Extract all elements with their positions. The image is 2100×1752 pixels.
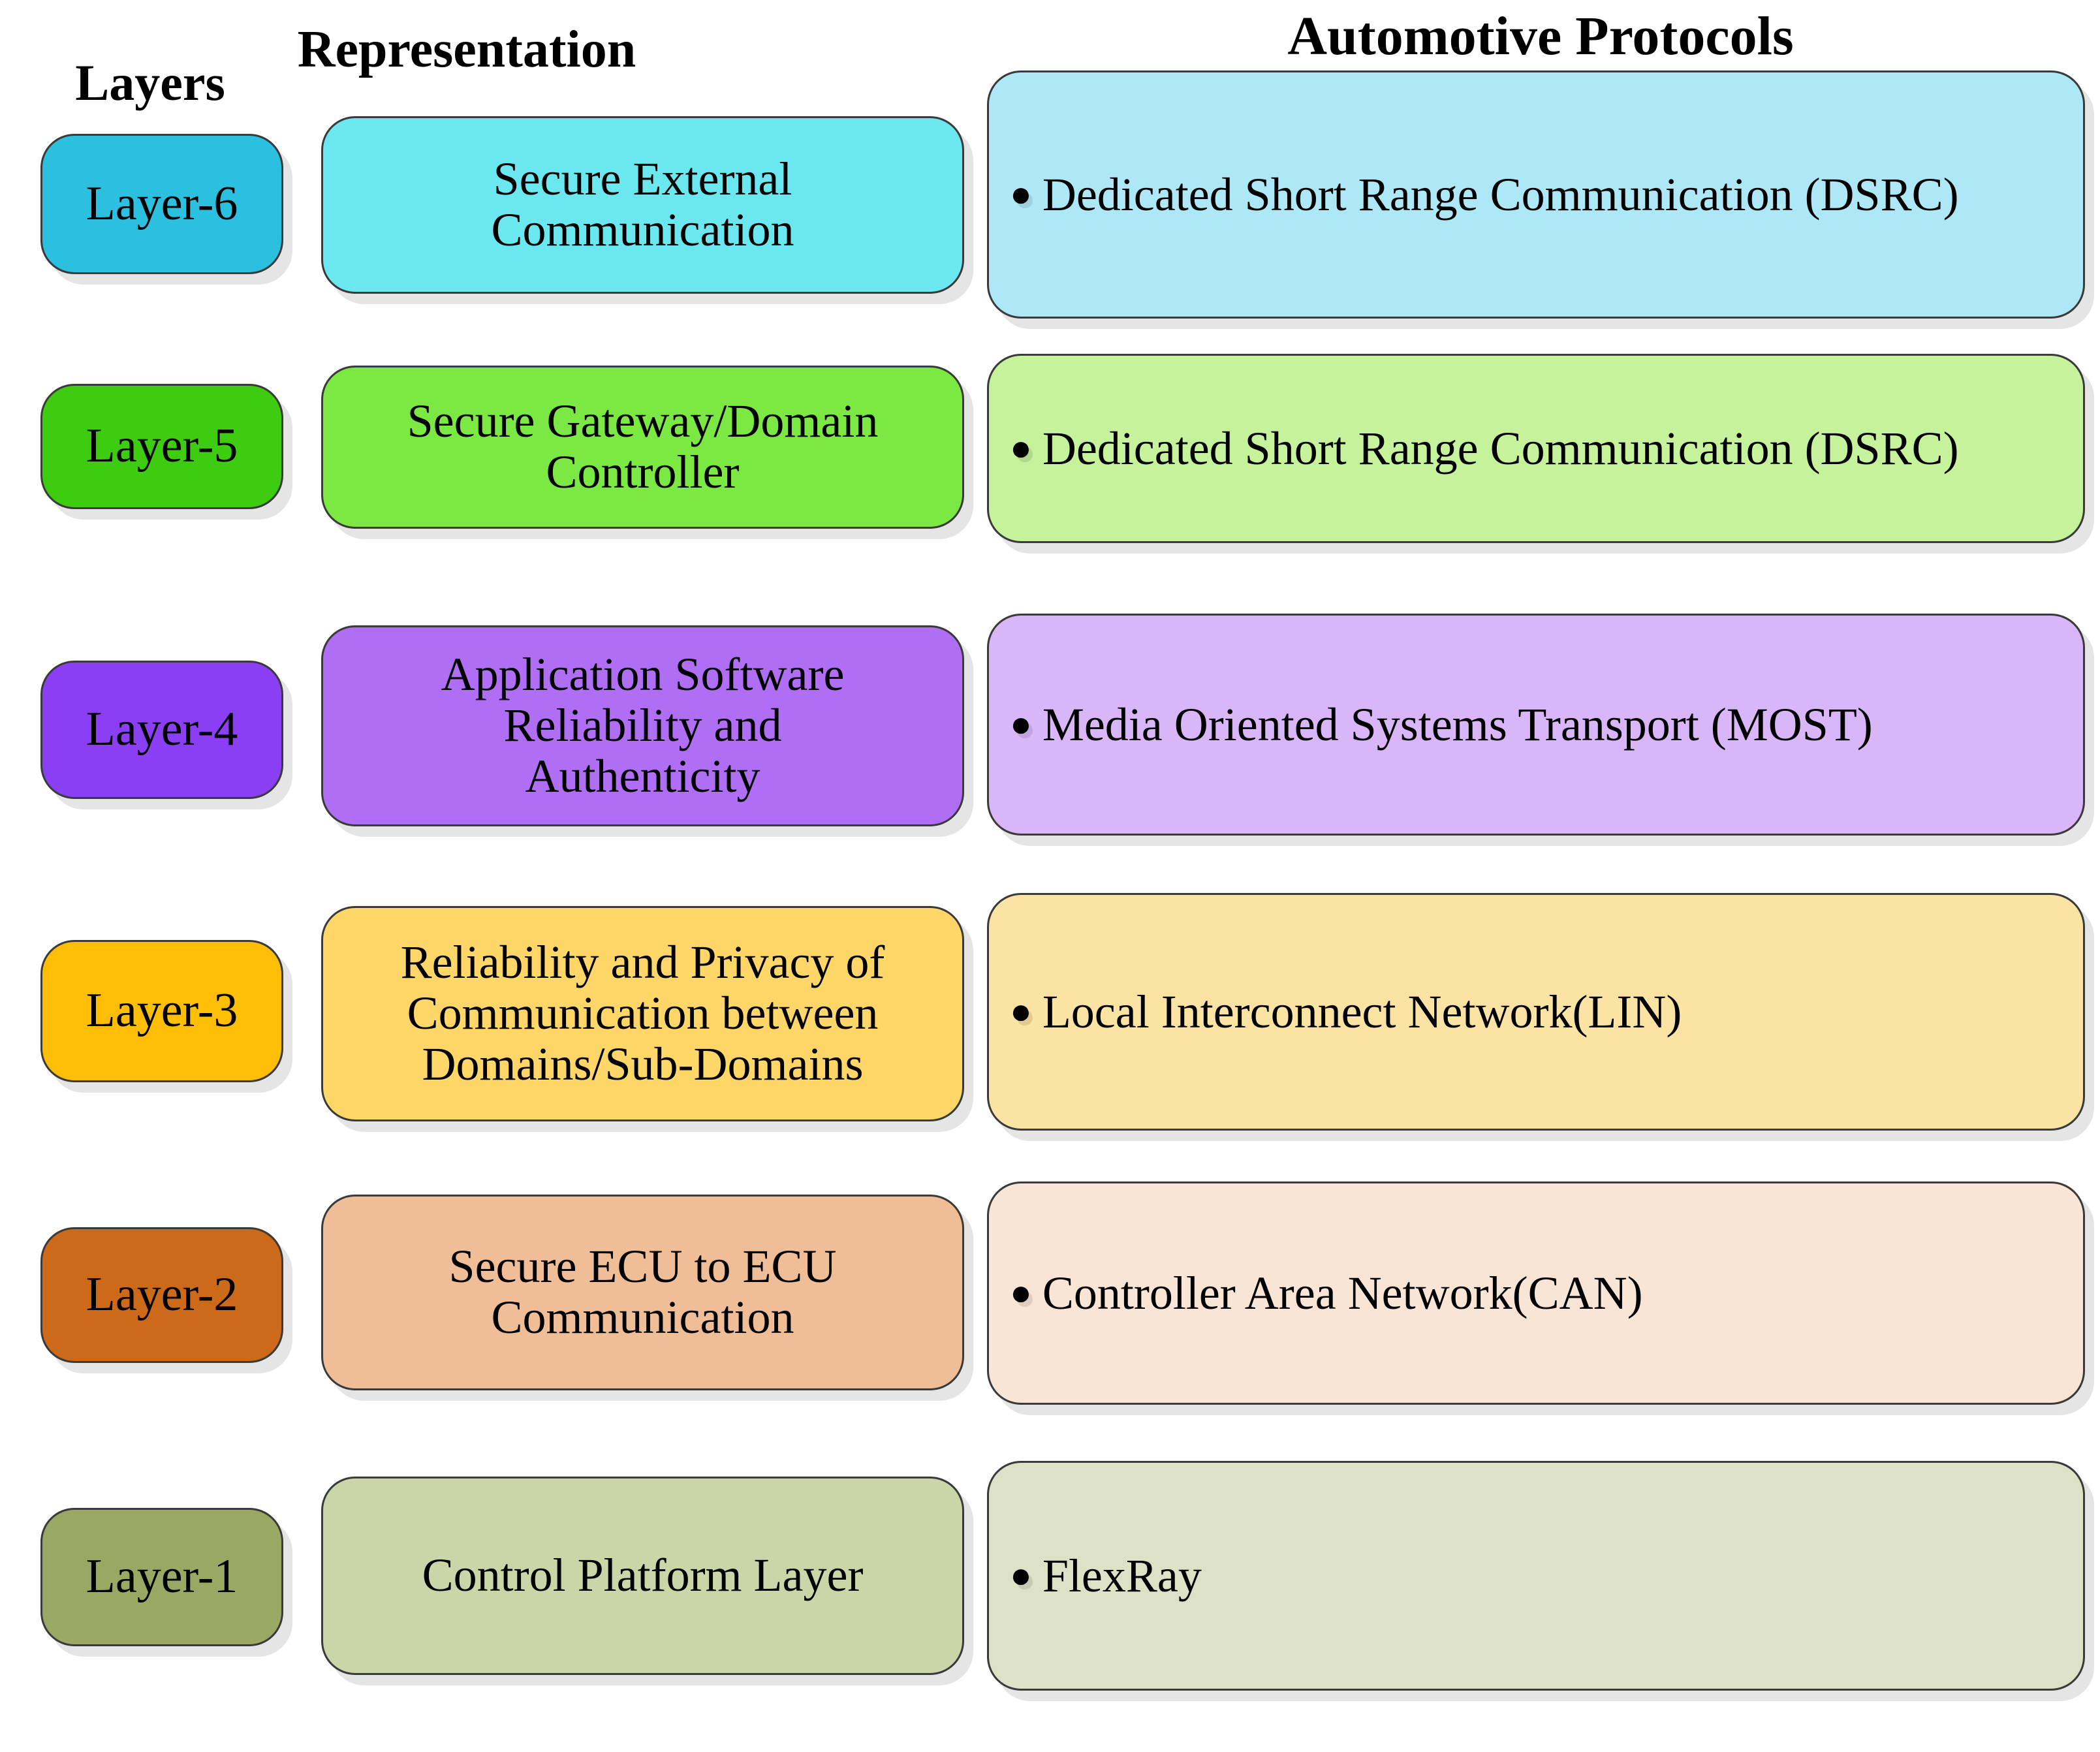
representation-line: Controller (546, 446, 740, 498)
column-headers: Layers Representation Automotive Protoco… (0, 0, 2100, 131)
representation-text: Secure External Communication (491, 153, 794, 256)
representation-text: Secure Gateway/Domain Controller (407, 396, 879, 498)
representation-card-4[interactable]: Application Software Reliability and Aut… (321, 625, 964, 826)
representation-text: Control Platform Layer (422, 1550, 864, 1601)
protocol-label: FlexRay (1042, 1549, 1202, 1602)
protocol-card-4[interactable]: ●Media Oriented Systems Transport (MOST) (987, 614, 2085, 836)
protocol-card-1[interactable]: ●FlexRay (987, 1461, 2085, 1691)
column-header-automotive-protocols: Automotive Protocols (1287, 6, 1794, 67)
protocol-text: ●Media Oriented Systems Transport (MOST) (1010, 696, 2062, 753)
protocol-label: Dedicated Short Range Communication (DSR… (1042, 168, 1959, 221)
protocol-text: ●Dedicated Short Range Communication (DS… (1010, 420, 2062, 477)
layer-chip-6[interactable]: Layer-6 (40, 134, 283, 274)
layer-row: Layer-2 Secure ECU to ECU Communication … (0, 1162, 2100, 1436)
bullet-icon: ● (1010, 174, 1032, 215)
layer-row: Layer-4 Application Software Reliability… (0, 601, 2100, 875)
representation-card-3[interactable]: Reliability and Privacy of Communication… (321, 906, 964, 1121)
protocol-label: Media Oriented Systems Transport (MOST) (1042, 698, 1873, 751)
protocol-text: ●Local Interconnect Network(LIN) (1010, 984, 2062, 1040)
representation-line: Application Software (441, 648, 845, 701)
representation-card-5[interactable]: Secure Gateway/Domain Controller (321, 366, 964, 529)
representation-line: Secure External (493, 153, 792, 206)
layer-chip-label: Layer-5 (86, 419, 238, 473)
layer-chip-1[interactable]: Layer-1 (40, 1508, 283, 1646)
protocol-text: ●Dedicated Short Range Communication (DS… (1010, 166, 2062, 223)
layer-chip-5[interactable]: Layer-5 (40, 384, 283, 509)
protocol-label: Dedicated Short Range Communication (DSR… (1042, 422, 1959, 475)
protocol-label: Local Interconnect Network(LIN) (1042, 985, 1682, 1038)
layer-chip-label: Layer-1 (86, 1550, 238, 1604)
column-header-layers: Layers (75, 54, 225, 111)
representation-text: Secure ECU to ECU Communication (448, 1240, 837, 1343)
protocol-card-3[interactable]: ●Local Interconnect Network(LIN) (987, 893, 2085, 1131)
protocol-card-6[interactable]: ●Dedicated Short Range Communication (DS… (987, 70, 2085, 319)
layer-chip-2[interactable]: Layer-2 (40, 1227, 283, 1363)
representation-line: Reliability and (503, 699, 782, 752)
representation-card-6[interactable]: Secure External Communication (321, 116, 964, 294)
bullet-icon: ● (1010, 704, 1032, 745)
representation-line: Reliability and Privacy of (400, 936, 885, 989)
bullet-icon: ● (1010, 428, 1032, 469)
layer-chip-label: Layer-3 (86, 984, 238, 1038)
representation-card-2[interactable]: Secure ECU to ECU Communication (321, 1195, 964, 1390)
protocol-card-5[interactable]: ●Dedicated Short Range Communication (DS… (987, 354, 2085, 543)
bullet-icon: ● (1010, 992, 1032, 1033)
layer-chip-label: Layer-2 (86, 1268, 238, 1322)
representation-line: Secure Gateway/Domain (407, 395, 879, 448)
representation-card-1[interactable]: Control Platform Layer (321, 1477, 964, 1675)
representation-line: Domains/Sub-Domains (422, 1037, 864, 1090)
layer-row: Layer-3 Reliability and Privacy of Commu… (0, 875, 2100, 1162)
layer-chip-3[interactable]: Layer-3 (40, 940, 283, 1082)
layer-row: Layer-6 Secure External Communication ●D… (0, 0, 2100, 339)
representation-line: Communication between (407, 987, 879, 1040)
protocol-text: ●Controller Area Network(CAN) (1010, 1265, 2062, 1321)
representation-line: Communication (491, 1291, 794, 1343)
bullet-icon: ● (1010, 1556, 1032, 1597)
layer-chip-label: Layer-6 (86, 176, 238, 230)
layer-row: Layer-1 Control Platform Layer ●FlexRay (0, 1436, 2100, 1752)
column-header-representation: Representation (297, 21, 636, 78)
protocol-text: ●FlexRay (1010, 1548, 2062, 1604)
representation-line: Secure ECU to ECU (448, 1240, 837, 1293)
representation-line: Control Platform Layer (422, 1549, 864, 1602)
layer-chip-label: Layer-4 (86, 702, 238, 757)
protocol-card-2[interactable]: ●Controller Area Network(CAN) (987, 1181, 2085, 1405)
representation-text: Reliability and Privacy of Communication… (401, 937, 885, 1089)
representation-line: Authenticity (525, 749, 760, 802)
bullet-icon: ● (1010, 1273, 1032, 1314)
layer-row: Layer-5 Secure Gateway/Domain Controller… (0, 339, 2100, 601)
layer-chip-4[interactable]: Layer-4 (40, 661, 283, 799)
protocol-label: Controller Area Network(CAN) (1042, 1266, 1643, 1319)
representation-line: Communication (491, 204, 794, 256)
representation-text: Application Software Reliability and Aut… (441, 649, 845, 802)
